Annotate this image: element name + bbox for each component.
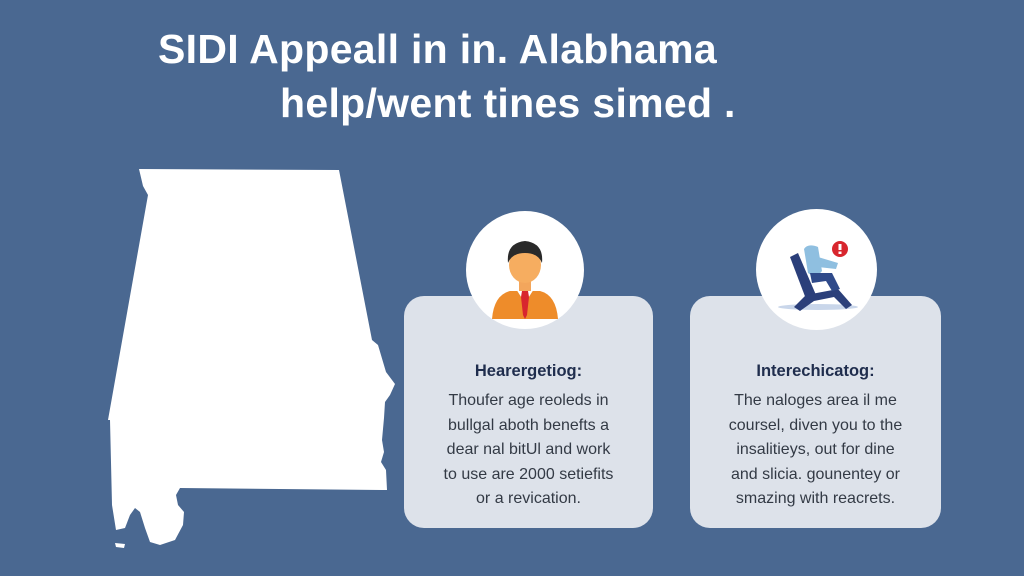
card-line: bullgal aboth benefts a	[447, 416, 609, 434]
seated-person-alert-icon	[756, 209, 877, 330]
card-heading: Interechicatog:	[756, 362, 875, 380]
card-line: coursel, diven you to the	[728, 416, 903, 434]
person-tie-icon	[466, 211, 584, 329]
card-body: Thoufer age reoleds in bullgal aboth ben…	[412, 389, 645, 512]
info-card-interrogatory: Interechicatog: The naloges area il me c…	[690, 296, 941, 528]
card-heading: Hearergetiog:	[474, 362, 583, 380]
card-line: or a revication.	[476, 490, 581, 508]
card-line: and slicia. gounentey or	[731, 465, 900, 483]
card-line: The naloges area il me	[734, 392, 897, 409]
card-line: Thoufer age reoleds in	[448, 392, 609, 409]
page-title-line-1: SIDI Appeall in in. Alabhama	[158, 26, 717, 72]
card-body: The naloges area il me coursel, diven yo…	[698, 389, 933, 512]
card-line: dear nal bitUl and work	[446, 441, 611, 459]
card-line: to use are 2000 setiefits	[443, 465, 614, 483]
page-title-line-2: help/went tines simed .	[280, 80, 736, 126]
card-line: insalitieys, out for dine	[736, 441, 895, 459]
info-card-hearing: Hearergetiog: Thoufer age reoleds in bul…	[404, 296, 653, 528]
card-line: smazing with reacrets.	[735, 490, 896, 508]
